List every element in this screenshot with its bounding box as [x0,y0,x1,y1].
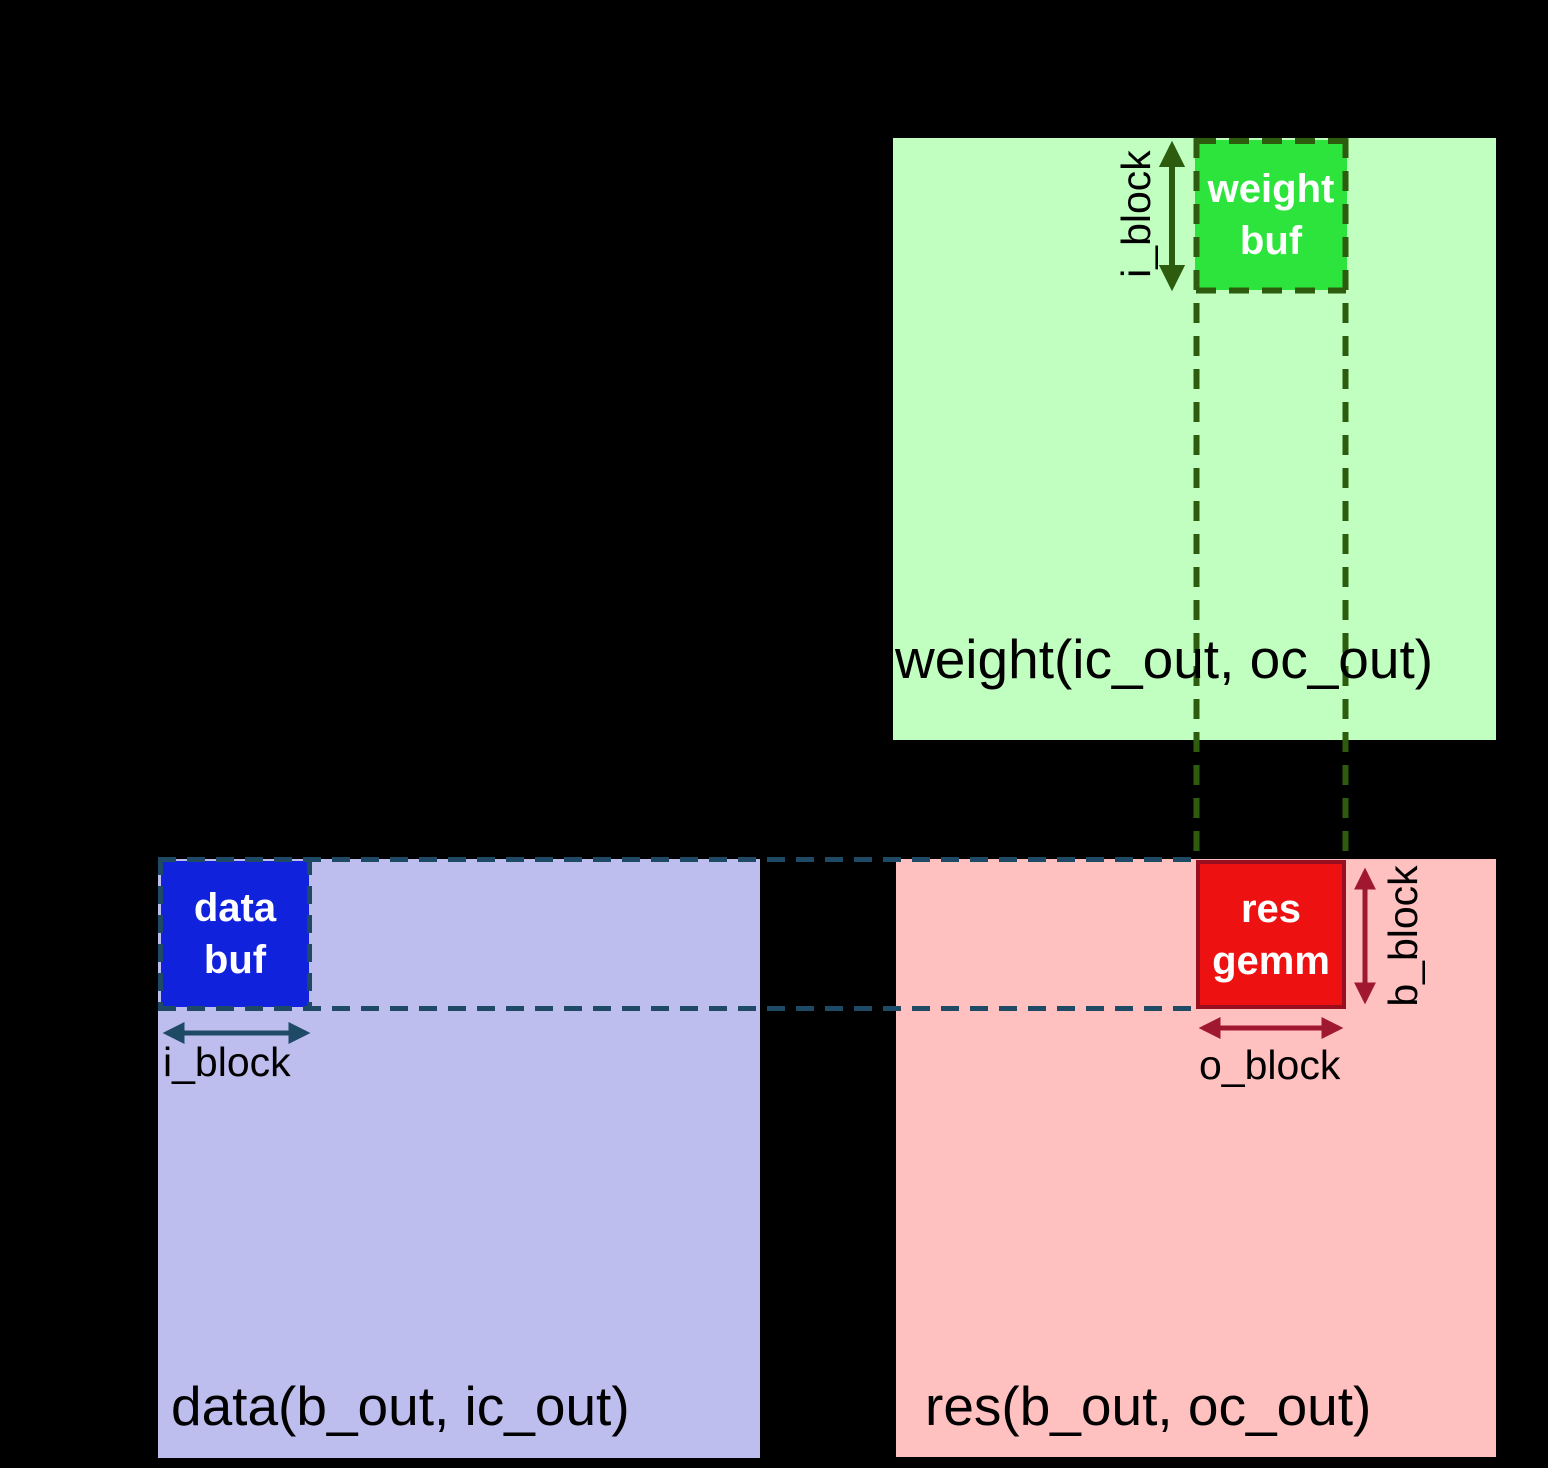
data-buf-label-line1: data [193,886,277,930]
data-buf-label-line2: buf [203,938,267,982]
o-block-label: o_block [1199,1042,1341,1088]
res-matrix-label: res(b_out, oc_out) [925,1375,1372,1437]
i-block-weight-label: i_block [1113,150,1159,278]
data-matrix-label: data(b_out, ic_out) [171,1375,630,1437]
data-buf-block: data buf [161,861,309,1007]
res-gemm-label-line2: gemm [1212,938,1330,983]
weight-matrix-label: weight(ic_out, oc_out) [895,628,1434,690]
b-block-label: b_block [1380,865,1426,1007]
weight-buf-block: weight buf [1195,140,1347,290]
res-gemm-block: res gemm [1196,860,1346,1009]
weight-buf-label-line1: weight [1207,167,1335,211]
weight-buf-label-line2: buf [1239,219,1303,263]
i-block-data-label: i_block [163,1039,291,1085]
res-gemm-label-line1: res [1240,886,1302,931]
